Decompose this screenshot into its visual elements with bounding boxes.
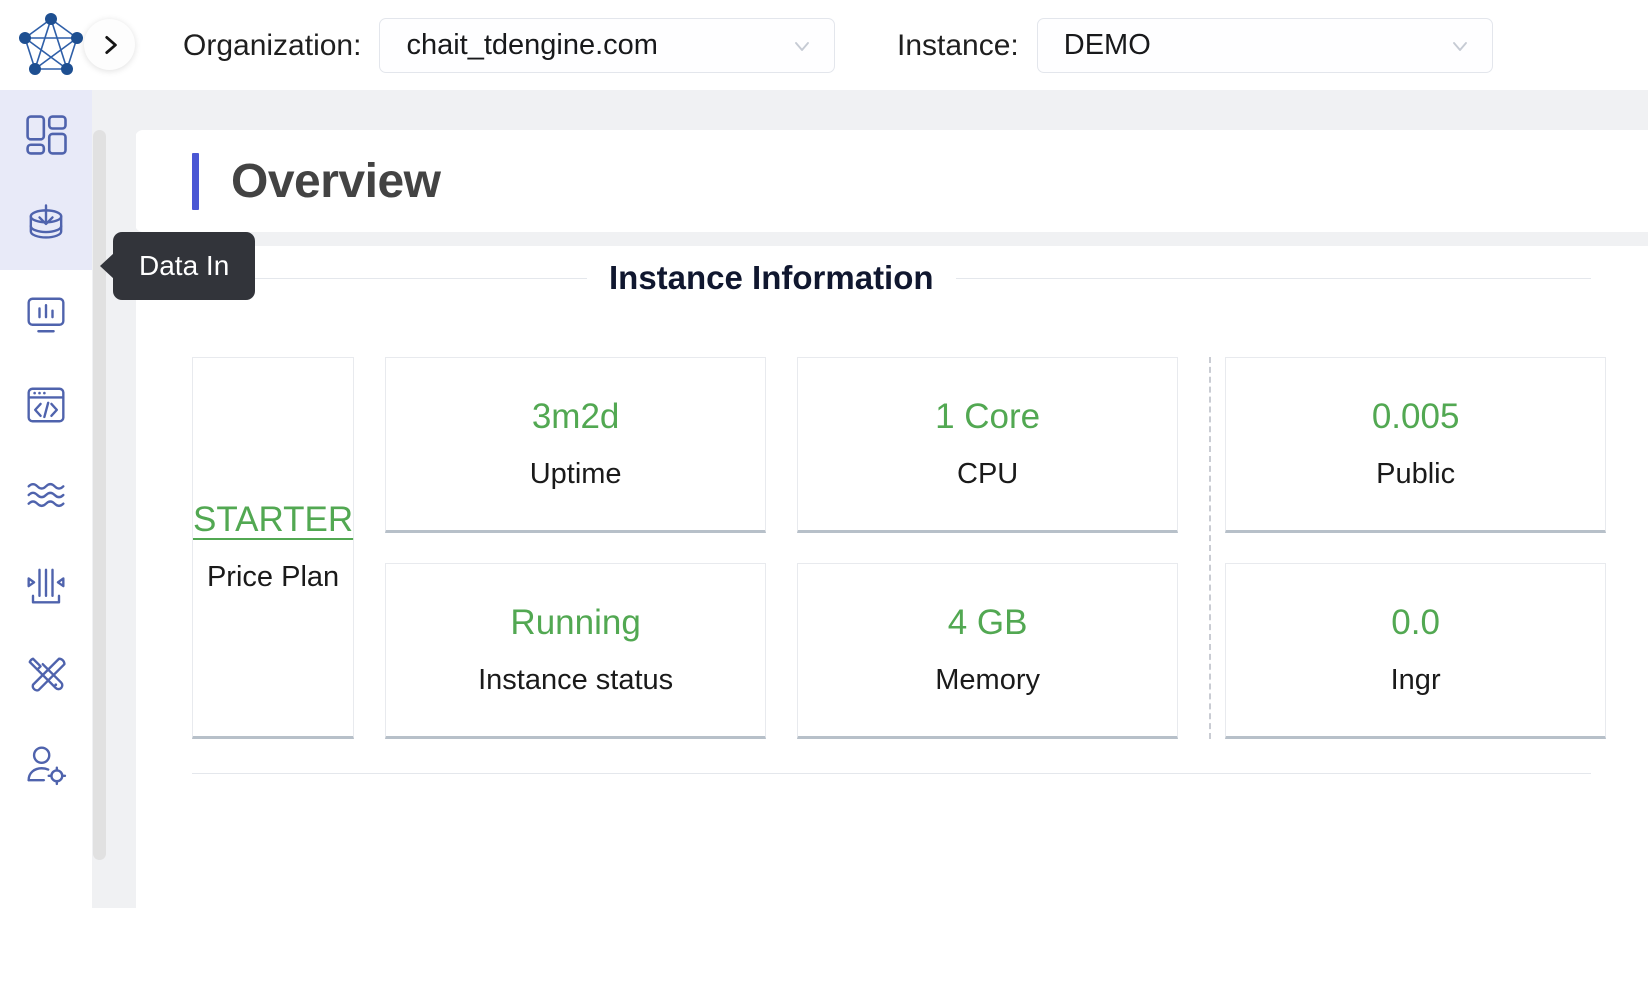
sidebar-item-explorer[interactable] [0, 360, 92, 450]
organization-selector-group: Organization: chait_tdengine.com [183, 18, 836, 73]
database-download-icon [20, 199, 72, 251]
legend-rule-left [192, 277, 587, 279]
tile-instance-status[interactable]: Running Instance status [385, 563, 767, 739]
chevron-right-icon [97, 32, 123, 58]
uptime-value: 3m2d [531, 397, 620, 436]
tooltip-arrow-icon [100, 253, 114, 279]
sidebar-item-overview[interactable] [0, 90, 92, 180]
tile-cpu[interactable]: 1 Core CPU [797, 357, 1179, 533]
chevron-down-icon [790, 34, 814, 58]
price-plan-caption: Price Plan [206, 561, 340, 593]
sidebar-item-tools[interactable] [0, 630, 92, 720]
monitor-chart-icon [20, 289, 72, 341]
tile-group-cpu-memory: 1 Core CPU 4 GB Memory [797, 357, 1179, 739]
tile-group-uptime-status: 3m2d Uptime Running Instance status [385, 357, 767, 739]
data-flow-icon [20, 559, 72, 611]
memory-value: 4 GB [947, 603, 1028, 642]
tile-memory[interactable]: 4 GB Memory [797, 563, 1179, 739]
section-legend: Instance Information [192, 259, 1591, 297]
cpu-value: 1 Core [935, 397, 1041, 436]
sidebar-item-data-in[interactable] [0, 180, 92, 270]
sidebar-item-monitoring[interactable] [0, 270, 92, 360]
public-value: 0.005 [1371, 397, 1460, 436]
section-bottom-rule [192, 773, 1591, 774]
tooltip-label: Data In [139, 250, 230, 281]
network-graph-logo[interactable] [8, 2, 94, 88]
tile-group-traffic: 0.005 Public 0.0 Ingr [1225, 357, 1607, 739]
sidebar-item-user-management[interactable] [0, 720, 92, 810]
memory-caption: Memory [935, 664, 1040, 696]
public-caption: Public [1376, 458, 1456, 490]
organization-select[interactable]: chait_tdengine.com [379, 18, 836, 73]
sidebar-item-streams[interactable] [0, 450, 92, 540]
cpu-caption: CPU [957, 458, 1019, 490]
top-bar: Organization: chait_tdengine.com Instanc… [0, 0, 1648, 90]
chevron-down-icon [1448, 34, 1472, 58]
page-header-card: Overview [135, 130, 1648, 232]
instance-status-value: Running [510, 603, 641, 642]
organization-value: chait_tdengine.com [406, 29, 658, 61]
sidebar-item-data-out[interactable] [0, 540, 92, 630]
sidebar-scrollbar-thumb[interactable] [93, 130, 106, 860]
price-plan-value[interactable]: STARTER [193, 500, 354, 539]
code-browser-icon [20, 379, 72, 431]
page-title: Overview [231, 154, 441, 208]
instance-select[interactable]: DEMO [1036, 18, 1493, 73]
user-settings-icon [20, 739, 72, 791]
tile-price-plan[interactable]: STARTER Price Plan [192, 357, 355, 739]
main-content: Overview Instance Information STARTER Pr… [135, 90, 1648, 998]
sidebar-nav [0, 90, 92, 908]
sidebar-tooltip: Data In [100, 232, 256, 300]
waves-icon [20, 469, 72, 521]
sidebar-scroll-track [92, 90, 136, 908]
uptime-caption: Uptime [529, 458, 622, 490]
section-title: Instance Information [609, 259, 934, 296]
ingress-caption: Ingr [1390, 664, 1441, 696]
tools-icon [20, 649, 72, 701]
legend-rule-right [955, 277, 1591, 279]
title-accent-bar [192, 152, 199, 210]
instance-status-caption: Instance status [478, 664, 674, 696]
tile-public[interactable]: 0.005 Public [1225, 357, 1607, 533]
dashboard-grid-icon [20, 109, 72, 161]
sidebar-collapse-button[interactable] [84, 19, 135, 70]
ingress-value: 0.0 [1391, 603, 1440, 642]
organization-label: Organization: [183, 28, 362, 62]
metric-tile-grid: STARTER Price Plan 3m2d Uptime Running I… [192, 357, 1612, 739]
instance-label: Instance: [897, 28, 1019, 62]
instance-information-section: Instance Information [192, 259, 1591, 297]
tile-uptime[interactable]: 3m2d Uptime [385, 357, 767, 533]
group-divider [1209, 357, 1212, 739]
tile-ingress[interactable]: 0.0 Ingr [1225, 563, 1607, 739]
instance-value: DEMO [1063, 29, 1151, 61]
instance-selector-group: Instance: DEMO [897, 18, 1493, 73]
